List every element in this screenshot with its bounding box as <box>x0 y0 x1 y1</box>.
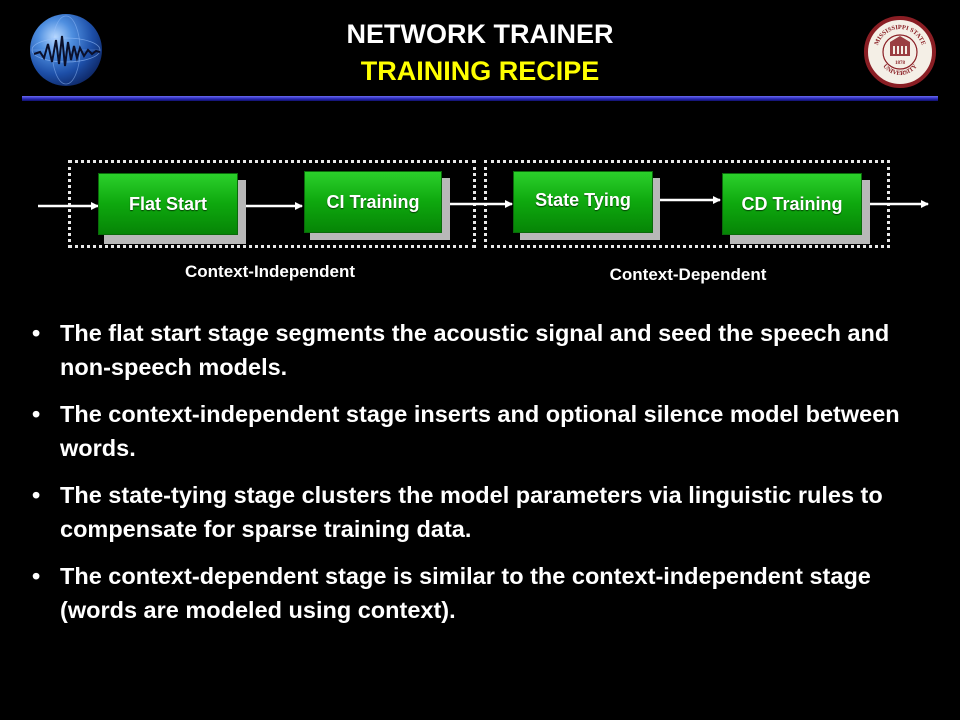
ci-training-node: CI Training <box>304 171 442 233</box>
list-item: • The context-independent stage inserts … <box>32 397 932 465</box>
flat-start-node: Flat Start <box>98 173 238 235</box>
bullet-list: • The flat start stage segments the acou… <box>32 316 932 640</box>
university-seal-logo: MISSISSIPPI STATE UNIVERSITY 1878 <box>864 16 936 88</box>
context-dependent-label: Context-Dependent <box>609 265 767 284</box>
bullet-icon: • <box>32 320 41 346</box>
state-tying-label: State Tying <box>535 190 631 210</box>
state-tying-node: State Tying <box>513 171 653 233</box>
cd-training-label: CD Training <box>741 193 843 214</box>
cd-training-node: CD Training <box>722 173 862 235</box>
list-item: • The state-tying stage clusters the mod… <box>32 478 932 546</box>
flat-start-label: Flat Start <box>128 193 207 214</box>
page-title: NETWORK TRAINER <box>346 19 614 49</box>
globe-logo <box>30 14 102 86</box>
bullet-text: The context-dependent stage is similar t… <box>60 563 871 623</box>
bullet-text: The flat start stage segments the acoust… <box>60 320 890 380</box>
context-independent-label: Context-Independent <box>185 262 355 281</box>
list-item: • The flat start stage segments the acou… <box>32 316 932 384</box>
bullet-icon: • <box>32 563 41 589</box>
bullet-icon: • <box>32 401 41 427</box>
bullet-text: The context-independent stage inserts an… <box>60 401 900 461</box>
list-item: • The context-dependent stage is similar… <box>32 559 932 627</box>
ci-training-label: CI Training <box>326 191 420 212</box>
bullet-text: The state-tying stage clusters the model… <box>60 482 883 542</box>
globe-waveform-icon <box>31 15 101 85</box>
bullet-icon: • <box>32 482 41 508</box>
header-divider <box>22 96 938 101</box>
diagram-arrows <box>38 196 929 210</box>
seal-year: 1878 <box>895 61 906 66</box>
page-subtitle: TRAINING RECIPE <box>360 56 600 86</box>
